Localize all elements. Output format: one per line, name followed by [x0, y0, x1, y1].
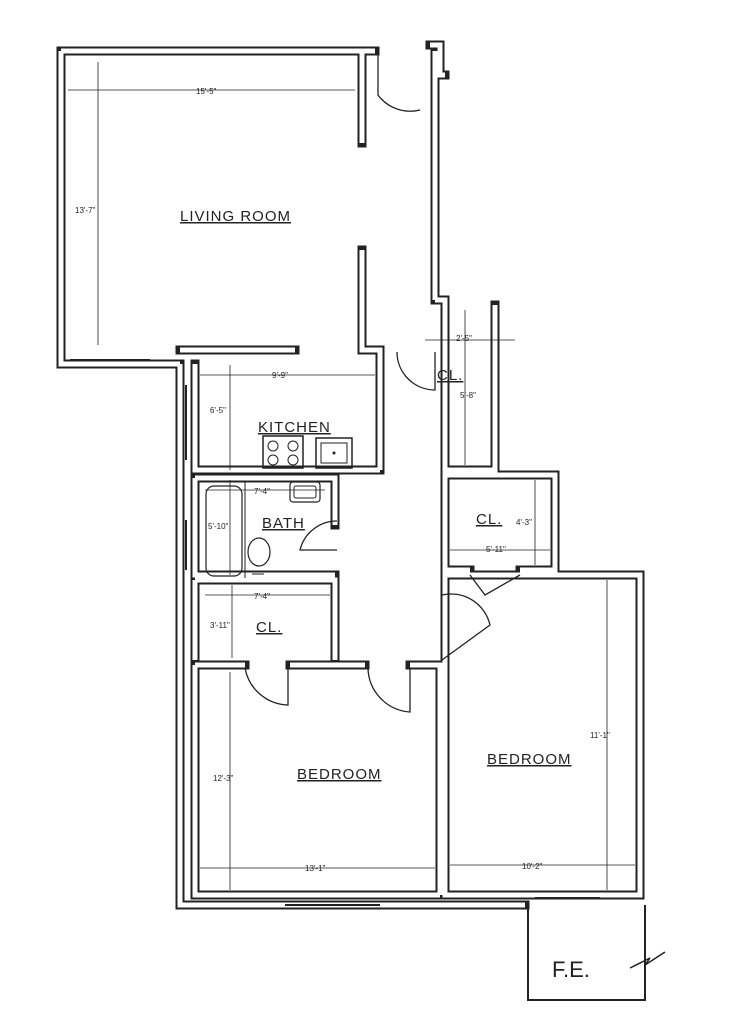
stove-icon — [262, 435, 304, 469]
bath-closet-width: 7'-4" — [254, 592, 270, 601]
toilet-icon — [247, 537, 271, 575]
kitchen-depth: 6'-5" — [210, 406, 226, 415]
hall-closet-label: CL. — [437, 367, 463, 384]
doors — [244, 55, 521, 713]
bedroom-2-label: BEDROOM — [487, 751, 572, 768]
wall-fill — [359, 51, 383, 470]
wall-fill — [177, 364, 525, 908]
wall-fill — [442, 572, 643, 898]
door-swing — [299, 520, 338, 551]
door-swing — [244, 667, 289, 706]
door-swing — [396, 351, 436, 391]
kitchen-sink-icon — [315, 437, 353, 469]
fixtures — [205, 435, 353, 578]
bathroom-sink-icon — [289, 481, 321, 503]
fire-escape — [527, 905, 646, 1001]
bath-width: 7'-4" — [254, 487, 270, 496]
break-line-icon — [629, 951, 666, 969]
hall-closet-depth: 5'-8" — [460, 391, 476, 400]
door-swing — [469, 574, 521, 596]
door-swing — [441, 593, 491, 661]
wall — [357, 46, 385, 475]
wall-fill — [432, 51, 448, 595]
bathtub-icon — [205, 482, 246, 578]
bedroom-1-label: BEDROOM — [297, 766, 382, 783]
wall-fill — [445, 305, 498, 473]
wall-fill — [430, 42, 445, 78]
hall-closet-width: 2'-5" — [456, 334, 472, 343]
bath-label: BATH — [262, 515, 305, 532]
kitchen-label: KITCHEN — [258, 419, 331, 436]
living-room-depth: 13'-7" — [75, 206, 96, 215]
mid-closet-width: 5'-11" — [486, 545, 506, 554]
wall-fill — [445, 472, 558, 573]
kitchen-width: 9'-9" — [272, 371, 288, 380]
wall — [440, 300, 500, 475]
living-room-label: LIVING ROOM — [180, 208, 291, 225]
bath-depth: 5'-10" — [208, 522, 229, 531]
bath-closet-label: CL. — [256, 619, 282, 636]
mid-closet-label: CL. — [476, 511, 502, 528]
walls — [56, 40, 666, 1001]
bedroom-2-width: 10'-2" — [522, 862, 543, 871]
wall-fill — [180, 347, 380, 473]
door-swing — [367, 667, 411, 713]
dimension-lines — [68, 62, 635, 890]
living-room-width: 15'-5" — [196, 87, 217, 96]
door-swing — [377, 55, 421, 112]
mid-closet-depth: 4'-3" — [516, 518, 532, 527]
bedroom-1-depth: 12'-3" — [213, 774, 234, 783]
wall-fill — [192, 662, 443, 898]
wall-fill — [58, 48, 375, 367]
bedroom-1-width: 13'-1" — [305, 864, 326, 873]
dimension-labels: 15'-5" 13'-7" 9'-9" 6'-5" 7'-4" 5'-10" 2… — [75, 87, 610, 873]
wall-fill — [192, 577, 338, 660]
bath-closet-depth: 3'-11" — [210, 621, 230, 630]
wall — [440, 570, 645, 900]
bedroom-2-depth: 11'-1" — [590, 731, 610, 740]
fire-escape-label: F.E. — [552, 957, 590, 982]
